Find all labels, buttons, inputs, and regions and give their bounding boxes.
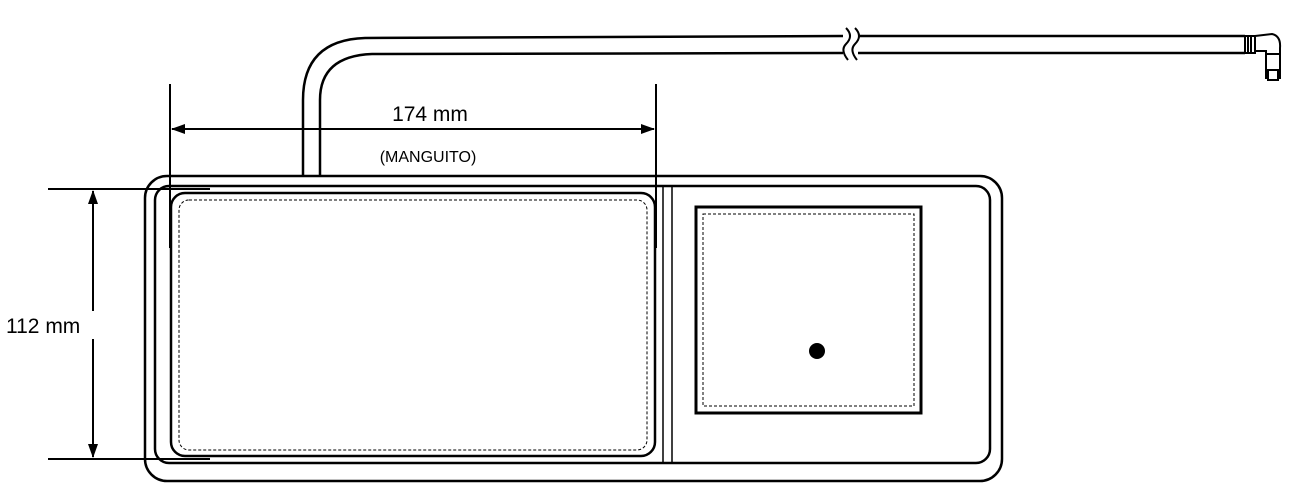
height-label: 112 mm xyxy=(6,315,80,338)
width-sublabel: (MANGUITO) xyxy=(380,149,477,166)
width-dimension xyxy=(169,84,657,248)
cuff-bladder xyxy=(169,191,657,458)
hose xyxy=(301,34,1245,176)
cuff-body xyxy=(143,174,1004,483)
connector-plug xyxy=(1244,32,1282,81)
right-panel xyxy=(694,205,923,415)
indicator-dot xyxy=(809,343,825,359)
section-divider xyxy=(662,186,673,463)
height-label-backdrop xyxy=(80,311,106,339)
width-label: 174 mm xyxy=(392,103,468,126)
hose-break-mark xyxy=(842,27,860,61)
